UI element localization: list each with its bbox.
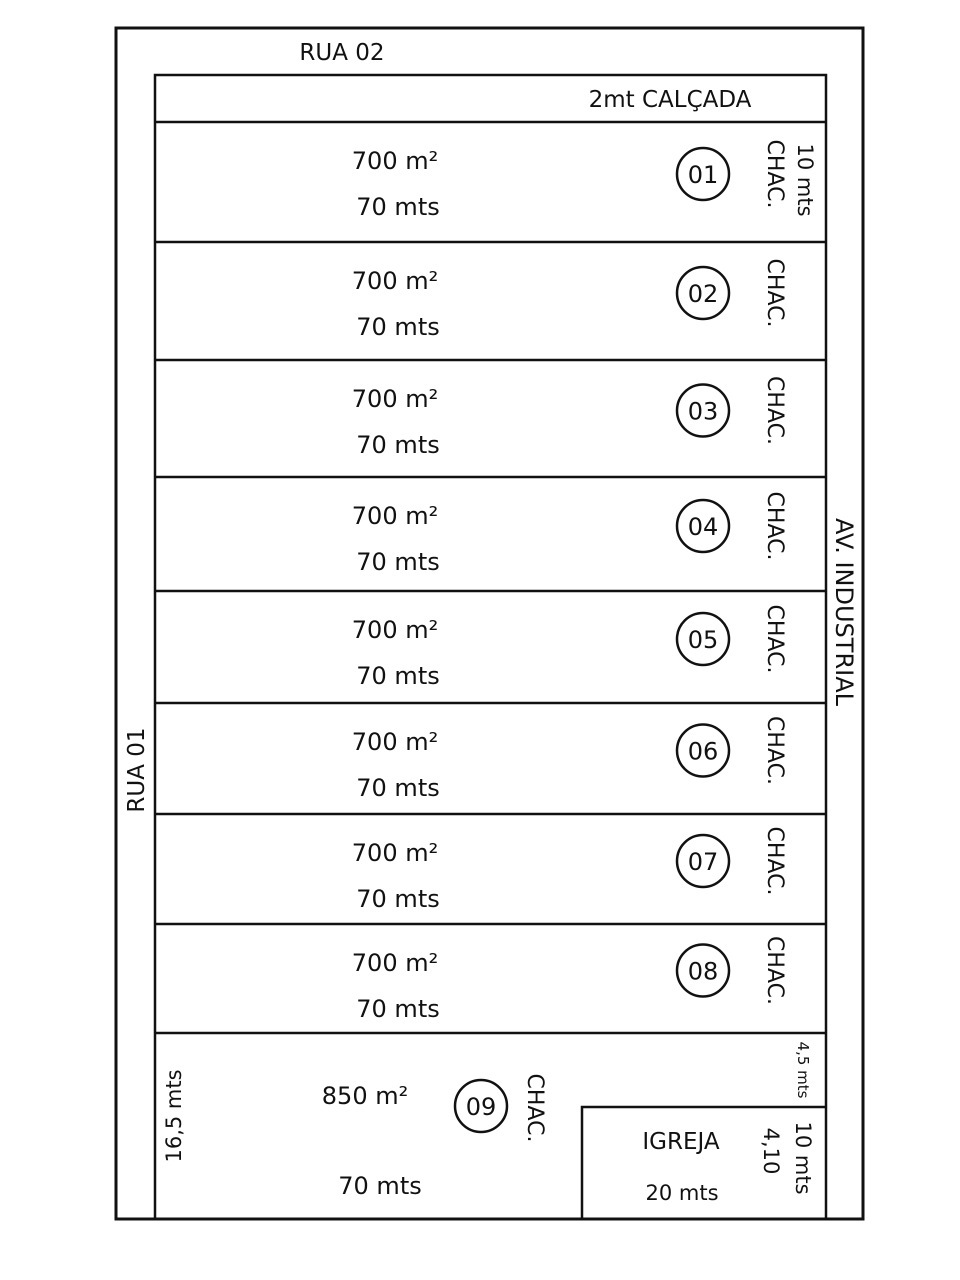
lot-07: 700 m² 70 mts 07 CHAC. (155, 812, 826, 913)
church-length: 20 mts (645, 1181, 718, 1205)
lot-type: CHAC. (762, 827, 787, 896)
outer-boundary (114, 26, 865, 1221)
lot-number: 06 (688, 738, 719, 766)
lot-type: CHAC. (762, 936, 787, 1005)
lot-area: 700 m² (352, 839, 438, 867)
lot-number-circle (675, 498, 731, 554)
lot-09: 850 m² 70 mts 09 CHAC. 16,5 mts 4,5 mts (155, 1031, 826, 1200)
lot-number: 05 (688, 626, 719, 654)
lot-number: 02 (688, 280, 719, 308)
lot-length: 70 mts (356, 431, 439, 459)
lot-area: 700 m² (352, 267, 438, 295)
lot-number: 03 (688, 398, 719, 426)
lot-type: CHAC. (762, 259, 787, 328)
street-right-label: AV. INDUSTRIAL (830, 518, 858, 707)
church-width: 10 mts (791, 1121, 815, 1194)
lot-06: 700 m² 70 mts 06 CHAC. (155, 701, 826, 802)
lot-width: 10 mts (793, 143, 817, 216)
lot-type: CHAC. (762, 716, 787, 785)
lot-09-type: CHAC. (522, 1074, 547, 1143)
lot-length: 70 mts (356, 662, 439, 690)
lot-number-circle (675, 265, 731, 321)
lot-length: 70 mts (356, 193, 439, 221)
sidewalk-label: 2mt CALÇADA (589, 87, 752, 113)
lot-type: CHAC. (762, 376, 787, 445)
lot-09-length: 70 mts (338, 1172, 421, 1200)
church-label: IGREJA (642, 1129, 719, 1155)
lot-number-circle (675, 146, 731, 202)
lot-type: CHAC. (762, 140, 787, 209)
lot-08: 700 m² 70 mts 08 CHAC. (155, 922, 826, 1023)
lot-09-width: 16,5 mts (162, 1069, 186, 1162)
street-left-label: RUA 01 (124, 727, 150, 812)
lot-area: 700 m² (352, 502, 438, 530)
lot-area: 700 m² (352, 728, 438, 756)
lot-03: 700 m² 70 mts 03 CHAC. (155, 358, 826, 459)
lot-02: 700 m² 70 mts 02 CHAC. (155, 240, 826, 341)
lot-area: 700 m² (352, 385, 438, 413)
lot-length: 70 mts (356, 885, 439, 913)
church: IGREJA 20 mts 10 mts 4,10 (580, 1105, 826, 1219)
lot-type: CHAC. (762, 605, 787, 674)
lot-09-area: 850 m² (322, 1082, 408, 1110)
lot-area: 700 m² (352, 147, 438, 175)
lot-04: 700 m² 70 mts 04 CHAC. (155, 475, 826, 576)
lot-number-circle (675, 383, 731, 438)
lot-type: CHAC. (762, 492, 787, 561)
lot-number: 01 (688, 161, 719, 189)
lot-01: 700 m² 70 mts 01 CHAC.10 mts (352, 140, 817, 221)
lot-length: 70 mts (356, 313, 439, 341)
lot-area: 700 m² (352, 616, 438, 644)
church-side: 4,10 (759, 1128, 783, 1175)
lot-number: 07 (688, 848, 719, 876)
lot-09-gap: 4,5 mts (794, 1042, 812, 1099)
lot-number-circle (675, 833, 731, 889)
lot-09-number-circle (453, 1078, 509, 1134)
lot-length: 70 mts (356, 774, 439, 802)
lot-09-number: 09 (466, 1093, 497, 1121)
lot-number: 08 (688, 958, 719, 986)
lot-number-circle (675, 611, 731, 667)
lot-area: 700 m² (352, 949, 438, 977)
lot-number: 04 (688, 513, 719, 541)
church-boundary (580, 1105, 826, 1219)
block-boundary (153, 73, 828, 1221)
street-top-label: RUA 02 (299, 40, 384, 66)
lot-05: 700 m² 70 mts 05 CHAC. (155, 589, 826, 690)
lot-length: 70 mts (356, 995, 439, 1023)
lot-number-circle (675, 943, 731, 998)
lot-length: 70 mts (356, 548, 439, 576)
lot-number-circle (675, 723, 731, 778)
